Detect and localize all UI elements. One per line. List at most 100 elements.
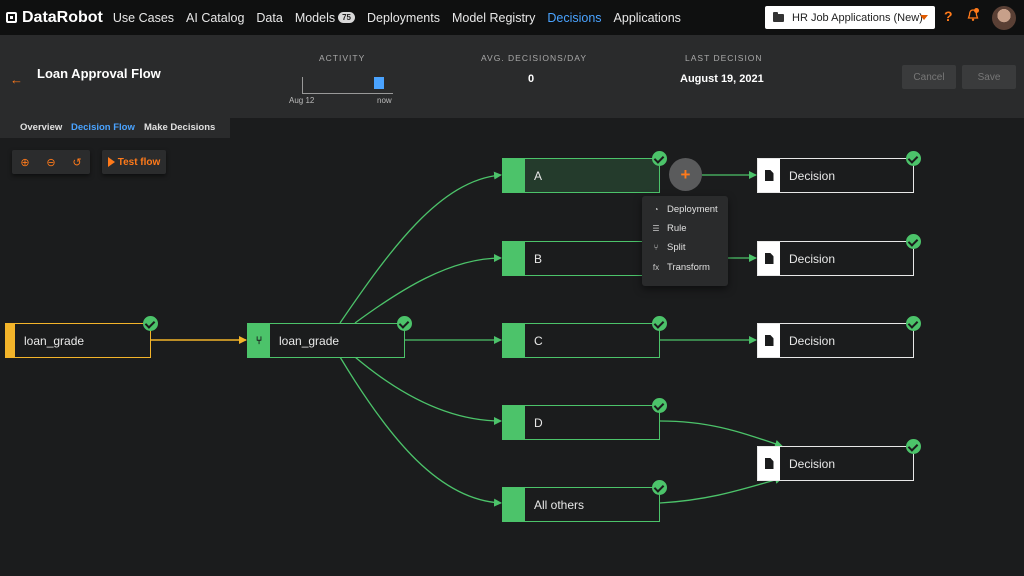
- top-navigation: DataRobot Use Cases AI Catalog Data Mode…: [0, 0, 1024, 35]
- branch-node-d[interactable]: D: [502, 405, 660, 440]
- branch-others-label: All others: [534, 497, 585, 512]
- edge-d-to-decision: [659, 420, 783, 448]
- nav-data-label: Data: [256, 10, 283, 25]
- branch-strip: [503, 488, 525, 521]
- tab-decision-flow[interactable]: Decision Flow: [71, 122, 135, 133]
- check-icon: [652, 151, 667, 166]
- edge-split-to-d: [354, 356, 502, 425]
- activity-to-label: now: [377, 96, 392, 105]
- tab-make-decisions[interactable]: Make Decisions: [144, 122, 216, 133]
- avg-decisions-value: 0: [528, 73, 535, 85]
- nav-use-cases[interactable]: Use Cases: [113, 11, 174, 25]
- menu-item-rule[interactable]: ☰ Rule: [650, 223, 687, 234]
- menu-item-transform[interactable]: fx Transform: [650, 262, 710, 273]
- user-avatar[interactable]: [992, 6, 1016, 30]
- decision-3-label: Decision: [789, 333, 836, 348]
- edge-others-to-decision: [659, 476, 783, 504]
- decision-4-label: Decision: [789, 456, 836, 471]
- nav-model-registry-label: Model Registry: [451, 10, 536, 25]
- menu-item-split-label: Split: [667, 242, 686, 253]
- branch-node-all-others[interactable]: All others: [502, 487, 660, 522]
- decision-strip: [758, 159, 780, 192]
- zoom-toolbar: ⊕ ⊖ ↺: [12, 150, 90, 174]
- decision-node-3[interactable]: Decision: [757, 323, 914, 358]
- menu-item-deployment[interactable]: ◔ Deployment: [650, 204, 718, 215]
- last-decision-label: LAST DECISION: [685, 53, 763, 63]
- check-icon: [397, 316, 412, 331]
- folder-icon: [773, 11, 784, 22]
- decision-node-1[interactable]: Decision: [757, 158, 914, 193]
- activity-from-label: Aug 12: [289, 96, 315, 105]
- rule-list-icon: ☰: [652, 224, 660, 233]
- nav-ai-catalog-label: AI Catalog: [186, 10, 245, 25]
- decision-node-2[interactable]: Decision: [757, 241, 914, 276]
- menu-item-deployment-label: Deployment: [667, 204, 718, 215]
- branch-strip: [503, 242, 525, 275]
- zoom-in-icon[interactable]: ⊕: [20, 156, 30, 169]
- check-icon: [652, 398, 667, 413]
- nav-decisions-label: Decisions: [547, 10, 602, 25]
- branch-node-c[interactable]: C: [502, 323, 660, 358]
- drag-handle-icon[interactable]: [6, 324, 15, 357]
- models-count-badge: 75: [338, 12, 356, 23]
- split-node[interactable]: ⑂ loan_grade: [247, 323, 405, 358]
- reset-view-icon[interactable]: ↺: [72, 156, 82, 169]
- edge-split-to-b: [354, 254, 502, 324]
- menu-item-rule-label: Rule: [667, 223, 687, 234]
- nav-applications[interactable]: Applications: [614, 11, 681, 25]
- activity-chart: [302, 77, 393, 94]
- menu-item-transform-label: Transform: [667, 262, 710, 273]
- branch-a-label: A: [534, 168, 543, 183]
- nav-decisions[interactable]: Decisions: [547, 11, 601, 25]
- project-select[interactable]: HR Job Applications (New): [765, 6, 935, 29]
- activity-bar: [374, 77, 384, 89]
- decision-strip: [758, 242, 780, 275]
- decision-node-4[interactable]: Decision: [757, 446, 914, 481]
- tab-bar: [0, 118, 230, 138]
- nav-model-registry[interactable]: Model Registry: [452, 11, 535, 25]
- page-title: Loan Approval Flow: [37, 66, 161, 81]
- nav-deployments[interactable]: Deployments: [367, 11, 440, 25]
- help-icon[interactable]: ?: [944, 8, 953, 24]
- nav-models-label: Models: [294, 10, 336, 25]
- branch-strip: [503, 159, 525, 192]
- save-button[interactable]: Save: [962, 65, 1016, 89]
- tab-overview[interactable]: Overview: [20, 122, 63, 133]
- brand-name: DataRobot: [22, 8, 103, 26]
- decision-1-label: Decision: [789, 168, 836, 183]
- document-icon: [764, 253, 774, 264]
- test-flow-label: Test flow: [117, 156, 161, 168]
- zoom-out-icon[interactable]: ⊖: [46, 156, 56, 169]
- nav-deployments-label: Deployments: [367, 10, 440, 25]
- check-icon: [906, 151, 921, 166]
- add-node-button[interactable]: +: [669, 158, 702, 191]
- brand-logo[interactable]: DataRobot: [6, 9, 103, 27]
- decision-strip: [758, 324, 780, 357]
- edge-split-to-others: [339, 356, 502, 507]
- decision-strip: [758, 447, 780, 480]
- branch-c-label: C: [534, 333, 543, 348]
- activity-label: ACTIVITY: [319, 53, 366, 63]
- branch-d-label: D: [534, 415, 543, 430]
- branch-node-a[interactable]: A: [502, 158, 660, 193]
- notifications-icon[interactable]: [967, 8, 979, 22]
- check-icon: [906, 316, 921, 331]
- document-icon: [764, 458, 774, 469]
- document-icon: [764, 335, 774, 346]
- function-icon: fx: [652, 263, 660, 272]
- test-flow-button[interactable]: Test flow: [102, 150, 166, 174]
- avg-decisions-label: AVG. DECISIONS/DAY: [481, 53, 588, 63]
- chevron-down-icon: [920, 15, 928, 20]
- menu-item-split[interactable]: ⑂ Split: [650, 242, 686, 253]
- check-icon: [652, 480, 667, 495]
- back-arrow-icon[interactable]: ←: [10, 72, 23, 87]
- cancel-button[interactable]: Cancel: [902, 65, 956, 89]
- branch-node-b[interactable]: B: [502, 241, 660, 276]
- edge-split-to-a: [339, 171, 502, 324]
- input-node[interactable]: loan_grade: [5, 323, 151, 358]
- branch-strip: [503, 324, 525, 357]
- nav-data[interactable]: Data: [256, 11, 282, 25]
- nav-ai-catalog[interactable]: AI Catalog: [186, 11, 244, 25]
